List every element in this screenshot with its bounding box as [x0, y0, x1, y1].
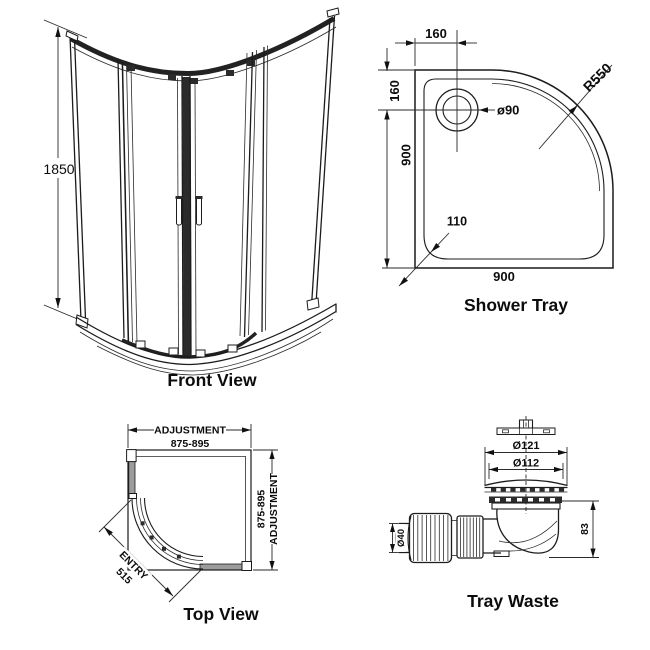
tray-inner-radius-label: 110: [447, 215, 467, 229]
waste-dome-dia-label: Ø112: [513, 458, 539, 470]
corner-profile: [241, 561, 252, 571]
waste-dome-cap: [484, 479, 568, 503]
right-wall-panel: [261, 7, 340, 333]
door-guide: [149, 535, 154, 540]
header-rail: [69, 16, 337, 84]
door-roller: [135, 340, 146, 349]
tray-radius-label: R550: [580, 60, 615, 95]
rail-bracket: [190, 78, 198, 84]
top-view-depth-adj-value: 875-895: [256, 490, 268, 529]
waste-body: [491, 502, 561, 557]
waste-dim-dome-diameter: Ø112: [488, 458, 564, 479]
waste-flange-dia-label: Ø121: [513, 440, 540, 452]
rail-bracket: [247, 60, 255, 66]
side-glass-panel: [128, 460, 136, 499]
front-view-height-dim-label: 1850: [43, 161, 74, 177]
shower-tray-title: Shower Tray: [464, 295, 568, 315]
tray-side-offset-label: 160: [387, 80, 402, 102]
waste-dim-height: 83: [549, 500, 599, 558]
door-roller: [168, 347, 179, 356]
tray-top-offset-label: 160: [425, 26, 447, 41]
tray-depth-label: 900: [399, 144, 414, 166]
tray-width-label: 900: [493, 269, 515, 284]
door-guide: [140, 521, 145, 526]
top-view-width-dimension: ADJUSTMENT 875-895: [127, 422, 252, 450]
top-view-title: Top View: [183, 604, 259, 624]
door-roller: [227, 344, 238, 353]
top-view-depth-adj-label: ADJUSTMENT: [268, 473, 280, 545]
front-view-title: Front View: [167, 370, 257, 390]
top-view-depth-dimension: 875-895 ADJUSTMENT: [253, 449, 281, 571]
top-view-width-adj-label: ADJUSTMENT: [154, 425, 226, 437]
shower-tray-view: 160 160 900 R550 110 ø90: [378, 26, 615, 315]
waste-dim-flange-diameter: Ø121: [484, 440, 568, 485]
corner-profile: [126, 449, 137, 463]
top-view: ADJUSTMENT 875-895 875-895 ADJUSTMENT EN…: [98, 422, 281, 624]
tray-dim-160-top: 160: [378, 26, 477, 71]
front-view-height-dimension: 1850: [42, 19, 88, 324]
tray-waste-view: Ø121 Ø112: [389, 416, 599, 611]
tray-dim-left-side: 160 900: [382, 48, 415, 269]
drain: [378, 30, 483, 152]
door-roller: [195, 349, 206, 358]
tray-dim-inner-radius-110: 110: [398, 213, 471, 287]
tray-outline: [414, 69, 614, 269]
side-glass-panel: [199, 563, 243, 571]
compression-nut: [407, 512, 453, 564]
door-guide: [162, 546, 166, 551]
tray-waste-title: Tray Waste: [467, 591, 559, 611]
top-view-enclosure: [126, 449, 252, 571]
front-view: 1850: [42, 7, 340, 390]
curved-tray-base: [75, 303, 337, 376]
sliding-doors: [121, 49, 257, 357]
curved-door-track: [128, 493, 204, 570]
rail-bracket: [226, 70, 234, 76]
tray-drain-label: ø90: [497, 103, 519, 118]
top-view-entry-dimension: ENTRY 515: [98, 499, 202, 603]
waste-pipe-dia-label: Ø40: [396, 529, 407, 547]
left-wall-panel: [65, 30, 129, 342]
waste-dim-pipe-diameter: Ø40: [389, 523, 407, 553]
rail-bracket: [168, 74, 176, 80]
top-view-width-adj-value: 875-895: [171, 438, 210, 450]
door-handle-left[interactable]: [175, 196, 183, 226]
waste-outlet-pipe: [395, 512, 501, 564]
waste-height-label: 83: [579, 523, 591, 535]
door-handle-right[interactable]: [195, 196, 203, 226]
tray-dim-drain-diameter: ø90: [479, 103, 519, 118]
door-guide: [176, 554, 181, 559]
waste-flange: [496, 419, 556, 435]
